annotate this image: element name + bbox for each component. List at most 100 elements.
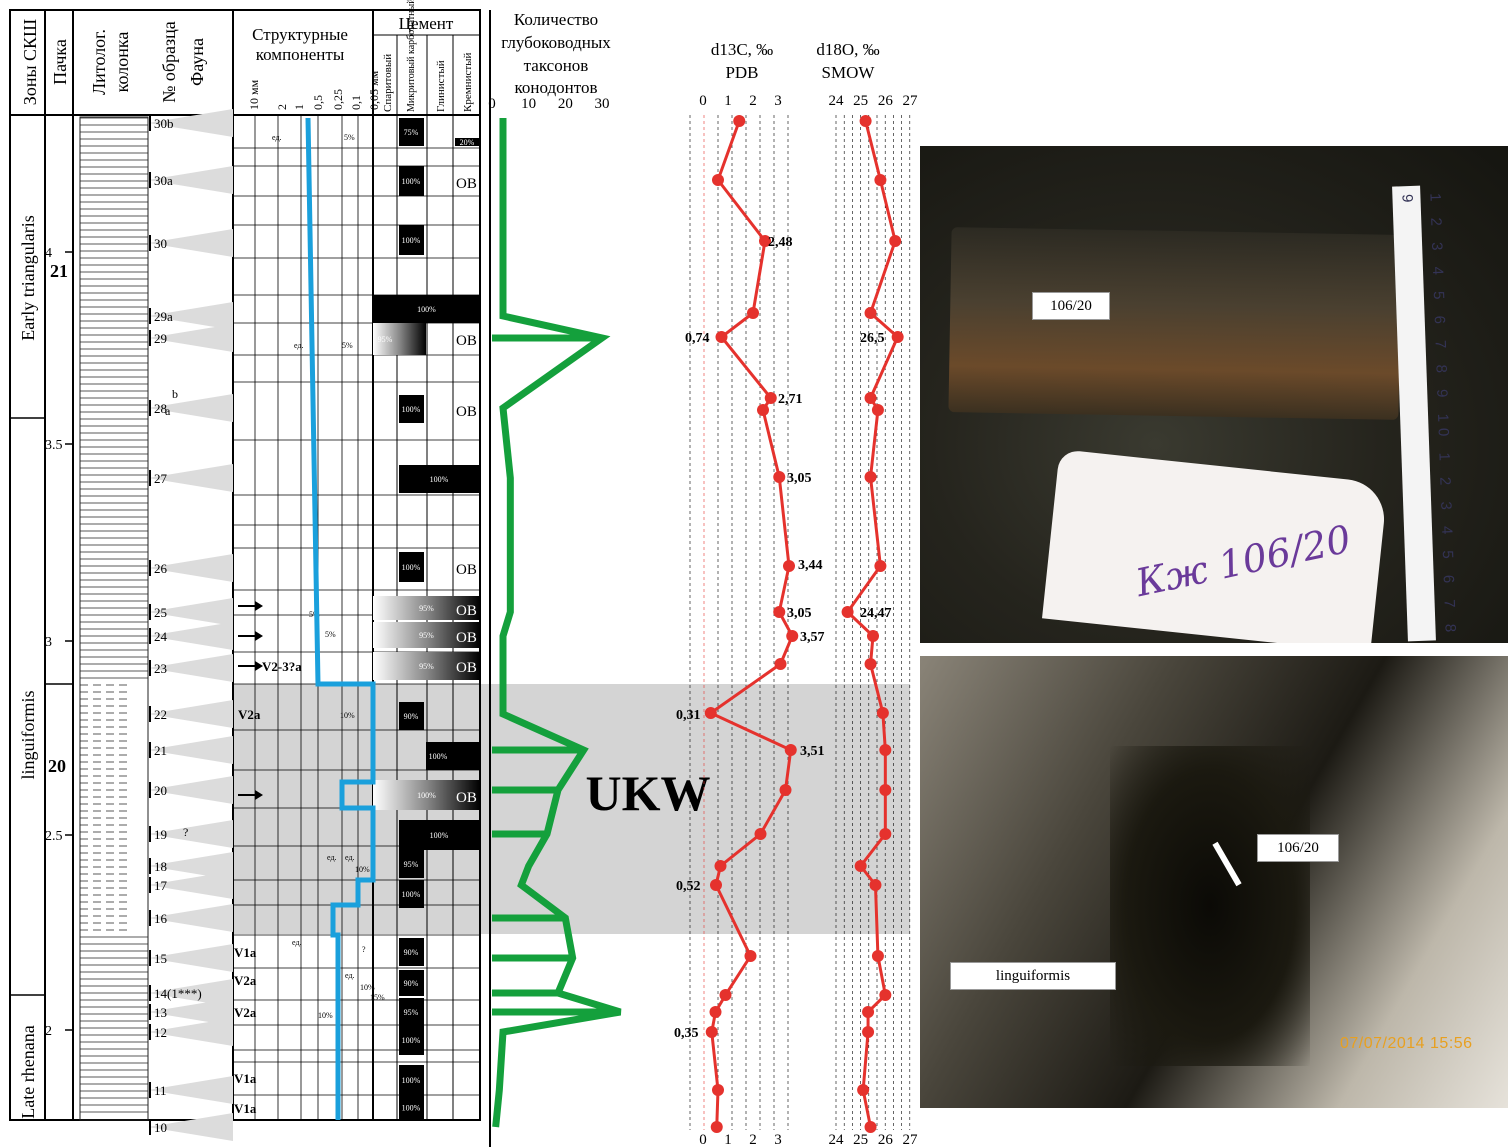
cement-block xyxy=(399,1095,424,1120)
c13-data-label: 0,35 xyxy=(674,1026,699,1041)
x-tick-label: 10 xyxy=(521,96,536,112)
conodont-title-3: таксонов xyxy=(524,56,589,75)
cement-block xyxy=(399,118,424,146)
c13-data-label: 3,05 xyxy=(787,471,812,486)
o18-point xyxy=(864,392,877,404)
x-tick-label: 0 xyxy=(488,96,496,112)
c13-point xyxy=(783,560,795,572)
struct-header-1: Структурные xyxy=(252,25,348,44)
c13-point xyxy=(712,1084,724,1096)
sample-wedge xyxy=(148,700,233,728)
ob-label: OB xyxy=(456,333,477,349)
x-tick-label: 24 xyxy=(829,1132,845,1147)
cement-value: 95% xyxy=(419,604,434,613)
cement-value: 95% xyxy=(404,1008,419,1017)
o18-point xyxy=(871,404,884,416)
core-photo: 1 2 3 4 5 6 7 8 9 10 1 2 3 4 5 6 7 8 9 К… xyxy=(920,146,1508,643)
c13-point xyxy=(714,860,727,872)
c13-point xyxy=(715,331,728,343)
cement-block xyxy=(399,225,424,255)
c13-series-line xyxy=(707,120,794,1128)
depth-ticks: 43.532.52 xyxy=(45,246,73,1039)
cement-value: 95% xyxy=(378,335,393,344)
sample-mark: b xyxy=(172,387,178,401)
c13-point xyxy=(757,404,769,416)
outcrop-sample-label: 106/20 xyxy=(1257,834,1339,862)
sample-label: 29 xyxy=(154,331,167,346)
pack-20: 20 xyxy=(48,756,66,776)
o18-series-line xyxy=(845,120,900,1128)
struct-code: V2a xyxy=(234,1005,257,1020)
o18-point xyxy=(879,744,892,756)
cement-value: 100% xyxy=(402,177,421,186)
c13-point xyxy=(719,989,732,1001)
lithology-column xyxy=(79,109,233,1141)
arrow-head xyxy=(255,631,263,641)
o18-point xyxy=(871,950,884,962)
sample-wedge xyxy=(148,554,233,582)
struct-note: ед. xyxy=(272,133,282,142)
c13-data-label: 3,44 xyxy=(798,558,823,573)
o18-point xyxy=(862,1006,875,1018)
depth-tick-label: 4 xyxy=(45,246,52,261)
x-tick-label: 25 xyxy=(853,93,868,109)
struct-code: V2-3?a xyxy=(262,659,302,674)
o18-point xyxy=(854,860,867,872)
struct-note: 5% xyxy=(325,630,336,639)
ob-label: OB xyxy=(456,790,477,806)
sample-label: 10 xyxy=(154,1120,167,1135)
sample-mark: ? xyxy=(183,825,188,839)
sample-label: 16 xyxy=(154,911,168,926)
cement-block xyxy=(373,323,426,355)
c13-data-label: 3,51 xyxy=(800,744,825,759)
x-tick-label: 30 xyxy=(595,96,610,112)
struct-note: ? xyxy=(362,945,366,954)
c13-point xyxy=(774,658,787,670)
sample-label: 28 xyxy=(154,401,167,416)
cement-block xyxy=(399,850,424,878)
cement-value: 100% xyxy=(430,475,449,484)
struct-code: V1a xyxy=(234,1071,257,1086)
cement-value: 100% xyxy=(430,831,449,840)
sample-label: 14(1***) xyxy=(154,986,202,1001)
c13-point xyxy=(709,1006,722,1018)
ob-label: OB xyxy=(456,660,477,676)
depth-tick-label: 2.5 xyxy=(45,829,63,844)
o18-point xyxy=(874,174,887,186)
cement-value: 100% xyxy=(429,752,448,761)
cement-value: 100% xyxy=(417,305,436,314)
cement-value: 20% xyxy=(460,138,475,147)
c13-point xyxy=(733,115,746,127)
sample-wedge xyxy=(148,324,233,352)
o18-point xyxy=(891,331,904,343)
c13-point xyxy=(705,1026,718,1038)
x-tick-label: 2 xyxy=(749,1132,757,1147)
sample-wedge xyxy=(148,302,233,330)
struct-note: 10% xyxy=(360,983,375,992)
cement-block xyxy=(399,820,479,850)
cement-value: 95% xyxy=(404,860,419,869)
cement-value: 100% xyxy=(402,1104,421,1113)
size-tick-label: 0,05 мм xyxy=(367,70,381,110)
struct-code: V1a xyxy=(234,945,257,960)
sample-tag: Кж 106/20 xyxy=(1042,449,1388,643)
cement-block xyxy=(426,742,480,770)
cement-block xyxy=(399,166,424,196)
depth-tick-label: 3 xyxy=(45,635,52,650)
cement-type-4: Кремнистый xyxy=(462,52,474,112)
sample-label: 11 xyxy=(154,1083,167,1098)
c13-point xyxy=(704,707,717,719)
o18-point xyxy=(879,784,892,796)
sample-wedge xyxy=(148,944,233,972)
sample-wedge xyxy=(148,229,233,257)
ukw-band-right xyxy=(490,684,910,934)
outcrop-shadow xyxy=(1110,746,1310,1066)
sample-label: 21 xyxy=(154,743,167,758)
sample-label: 23 xyxy=(154,661,167,676)
sample-label: 22 xyxy=(154,707,167,722)
x-tick-label: 20 xyxy=(558,96,573,112)
cement-block xyxy=(399,395,424,423)
pack-21: 21 xyxy=(50,261,68,281)
cement-value: 75% xyxy=(404,128,419,137)
c13-point xyxy=(779,784,792,796)
